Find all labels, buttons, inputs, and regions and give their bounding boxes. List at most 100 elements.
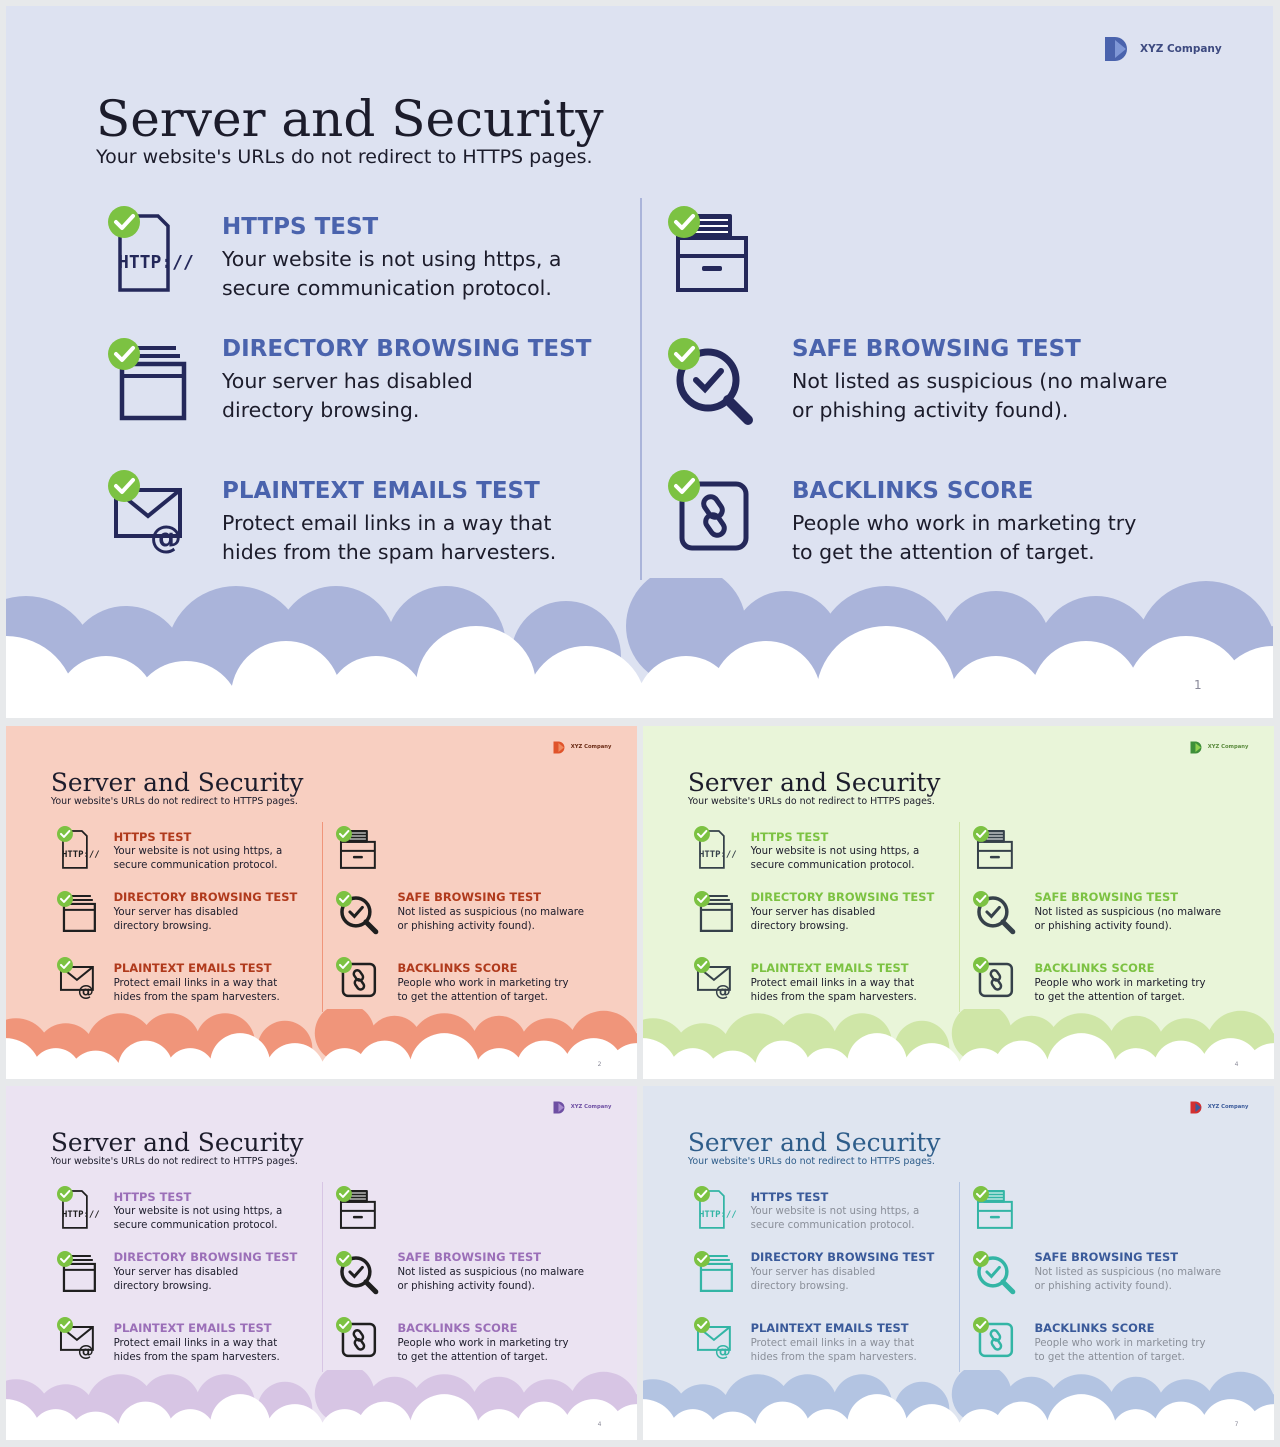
- slide-title: Server and Security: [50, 1127, 304, 1157]
- test-title: SAFE BROWSING TEST: [397, 890, 542, 905]
- http-document-icon: HTTP://: [106, 204, 202, 300]
- company-name: XYZ Company: [570, 744, 612, 751]
- http-document-icon: HTTP://: [693, 1185, 741, 1233]
- page-number: 1: [1194, 678, 1202, 692]
- test-title: DIRECTORY BROWSING TEST: [750, 890, 935, 905]
- email-at-icon: @: [693, 1316, 741, 1364]
- slide-subtitle: Your website's URLs do not redirect to H…: [687, 795, 935, 807]
- test-description: Protect email links in a way that hides …: [750, 1337, 917, 1363]
- folder-icon: [56, 1250, 104, 1298]
- column-divider: [321, 1181, 323, 1372]
- company-logo: XYZ Company: [552, 1100, 612, 1115]
- test-description: Your server has disabled directory brows…: [750, 906, 876, 932]
- test-description: Your server has disabled directory brows…: [222, 369, 473, 422]
- test-title: BACKLINKS SCORE: [1034, 1321, 1155, 1336]
- company-name: XYZ Company: [1207, 1104, 1249, 1111]
- svg-text:@: @: [715, 981, 731, 1000]
- folder-icon: [693, 1250, 741, 1298]
- test-title: HTTPS TEST: [222, 214, 379, 240]
- email-at-icon: @: [56, 1316, 104, 1364]
- cloud-decoration: [643, 1009, 1274, 1079]
- link-icon: [972, 1316, 1020, 1364]
- test-description: Protect email links in a way that hides …: [222, 511, 557, 564]
- cloud-decoration: [6, 1370, 637, 1440]
- test-title: SAFE BROWSING TEST: [1034, 1250, 1179, 1265]
- file-cabinet-icon: [666, 204, 762, 300]
- company-name: XYZ Company: [1207, 744, 1249, 751]
- test-description: Not listed as suspicious (no malware or …: [792, 369, 1168, 422]
- test-title: BACKLINKS SCORE: [397, 961, 518, 976]
- file-cabinet-icon: [972, 825, 1020, 873]
- folder-icon: [56, 890, 104, 938]
- test-description: Your server has disabled directory brows…: [113, 906, 239, 932]
- test-title: PLAINTEXT EMAILS TEST: [222, 478, 540, 504]
- svg-text:@: @: [715, 1341, 731, 1360]
- email-at-icon: @: [106, 468, 202, 564]
- link-icon: [335, 1316, 383, 1364]
- http-document-icon: HTTP://: [693, 825, 741, 873]
- magnifier-check-icon: [666, 336, 762, 432]
- test-title: DIRECTORY BROWSING TEST: [113, 890, 298, 905]
- svg-text:HTTP://: HTTP://: [62, 1209, 100, 1219]
- company-name: XYZ Company: [570, 1104, 612, 1111]
- test-title: PLAINTEXT EMAILS TEST: [750, 961, 909, 976]
- link-icon: [666, 468, 762, 564]
- company-logo: XYZ Company: [552, 740, 612, 755]
- test-title: HTTPS TEST: [750, 1189, 829, 1204]
- test-title: SAFE BROWSING TEST: [397, 1250, 542, 1265]
- test-description: Your website is not using https, a secur…: [750, 846, 920, 872]
- test-description: People who work in marketing try to get …: [1034, 977, 1206, 1003]
- page-number: 2: [597, 1060, 602, 1068]
- svg-text:@: @: [150, 518, 182, 556]
- test-title: PLAINTEXT EMAILS TEST: [113, 961, 272, 976]
- slide-subtitle: Your website's URLs do not redirect to H…: [96, 146, 593, 168]
- test-title: BACKLINKS SCORE: [397, 1321, 518, 1336]
- slide-title: Server and Security: [687, 1127, 941, 1157]
- test-description: Not listed as suspicious (no malware or …: [397, 1266, 584, 1292]
- page-number: 4: [597, 1420, 602, 1428]
- test-title: HTTPS TEST: [750, 829, 829, 844]
- test-title: SAFE BROWSING TEST: [792, 336, 1081, 362]
- folder-icon: [693, 890, 741, 938]
- svg-text:@: @: [78, 981, 94, 1000]
- cloud-decoration: [6, 578, 1273, 718]
- test-title: BACKLINKS SCORE: [1034, 961, 1155, 976]
- http-document-icon: HTTP://: [56, 1185, 104, 1233]
- test-description: Not listed as suspicious (no malware or …: [397, 906, 584, 932]
- slide-title: Server and Security: [96, 90, 604, 148]
- test-description: Your website is not using https, a secur…: [113, 846, 283, 872]
- magnifier-check-icon: [335, 890, 383, 938]
- test-description: Your website is not using https, a secur…: [222, 247, 562, 300]
- email-at-icon: @: [693, 956, 741, 1004]
- column-divider: [321, 821, 323, 1012]
- logo-mark-icon: [1190, 741, 1202, 754]
- magnifier-check-icon: [972, 890, 1020, 938]
- svg-text:HTTP://: HTTP://: [699, 1209, 737, 1219]
- test-description: Not listed as suspicious (no malware or …: [1034, 1266, 1221, 1292]
- magnifier-check-icon: [972, 1250, 1020, 1298]
- test-description: Protect email links in a way that hides …: [113, 1337, 280, 1363]
- file-cabinet-icon: [335, 1185, 383, 1233]
- test-description: Protect email links in a way that hides …: [750, 977, 917, 1003]
- file-cabinet-icon: [335, 825, 383, 873]
- page-number: 7: [1234, 1420, 1239, 1428]
- svg-text:HTTP://: HTTP://: [699, 849, 737, 859]
- slide-title: Server and Security: [687, 767, 941, 797]
- test-title: SAFE BROWSING TEST: [1034, 890, 1179, 905]
- test-description: People who work in marketing try to get …: [397, 977, 569, 1003]
- slide-title: Server and Security: [50, 767, 304, 797]
- test-description: Your website is not using https, a secur…: [750, 1206, 920, 1232]
- svg-text:HTTP://: HTTP://: [118, 252, 194, 273]
- logo-mark-icon: [1105, 37, 1127, 61]
- company-logo: XYZ Company: [1102, 34, 1222, 64]
- test-description: People who work in marketing try to get …: [1034, 1337, 1206, 1363]
- test-description: Your server has disabled directory brows…: [113, 1266, 239, 1292]
- svg-text:@: @: [78, 1341, 94, 1360]
- slide-subtitle: Your website's URLs do not redirect to H…: [50, 795, 298, 807]
- link-icon: [335, 956, 383, 1004]
